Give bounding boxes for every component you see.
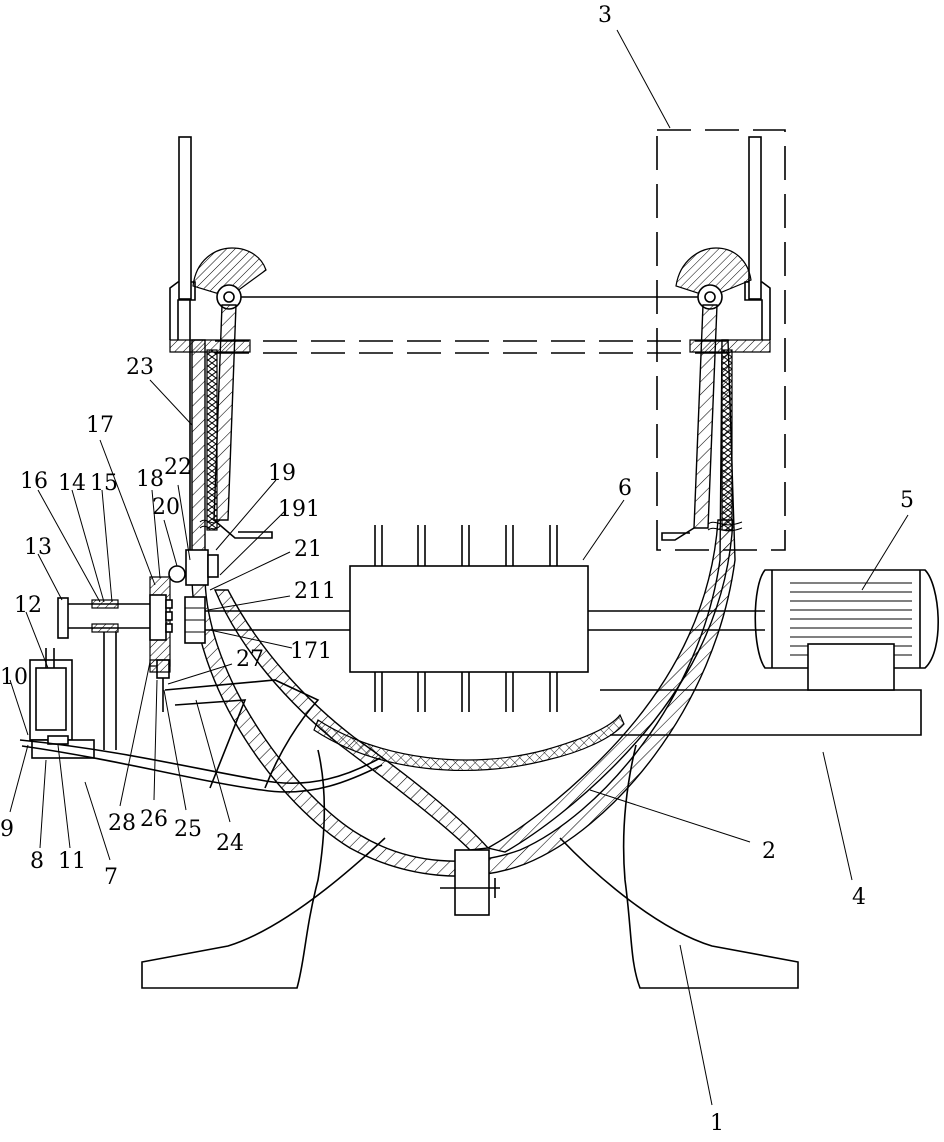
- label-211: 211: [294, 579, 336, 604]
- label-2: 2: [762, 839, 776, 864]
- label-22: 22: [164, 455, 192, 480]
- top-frame: [170, 282, 770, 353]
- left-spring: [207, 350, 217, 530]
- label-191: 191: [278, 497, 320, 522]
- label-28: 28: [108, 811, 136, 836]
- label-6: 6: [618, 476, 632, 501]
- pivot-right: [662, 248, 751, 540]
- label-7: 7: [104, 865, 118, 890]
- mixing-drum: [350, 525, 588, 712]
- label-5: 5: [900, 488, 914, 513]
- label-4: 4: [852, 885, 866, 910]
- label-21: 21: [294, 537, 322, 562]
- label-25: 25: [174, 817, 202, 842]
- label-17: 17: [86, 413, 114, 438]
- label-27: 27: [236, 647, 264, 672]
- label-19: 19: [268, 461, 296, 486]
- motor: [755, 570, 938, 690]
- label-1: 1: [710, 1111, 724, 1136]
- label-12: 12: [14, 593, 42, 618]
- right-spring: [722, 350, 732, 530]
- label-15: 15: [90, 471, 118, 496]
- side-plates: [179, 137, 761, 560]
- label-16: 16: [20, 469, 48, 494]
- label-171: 171: [290, 639, 332, 664]
- label-13: 13: [24, 535, 52, 560]
- label-14: 14: [58, 471, 86, 496]
- filter-screen: [314, 715, 624, 770]
- label-10: 10: [0, 665, 28, 690]
- label-24: 24: [216, 831, 244, 856]
- label-18: 18: [136, 467, 164, 492]
- label-11: 11: [58, 849, 86, 874]
- label-20: 20: [152, 495, 180, 520]
- label-3: 3: [598, 3, 612, 28]
- label-23: 23: [126, 355, 154, 380]
- label-8: 8: [30, 849, 44, 874]
- label-26: 26: [140, 807, 168, 832]
- label-9: 9: [0, 817, 14, 842]
